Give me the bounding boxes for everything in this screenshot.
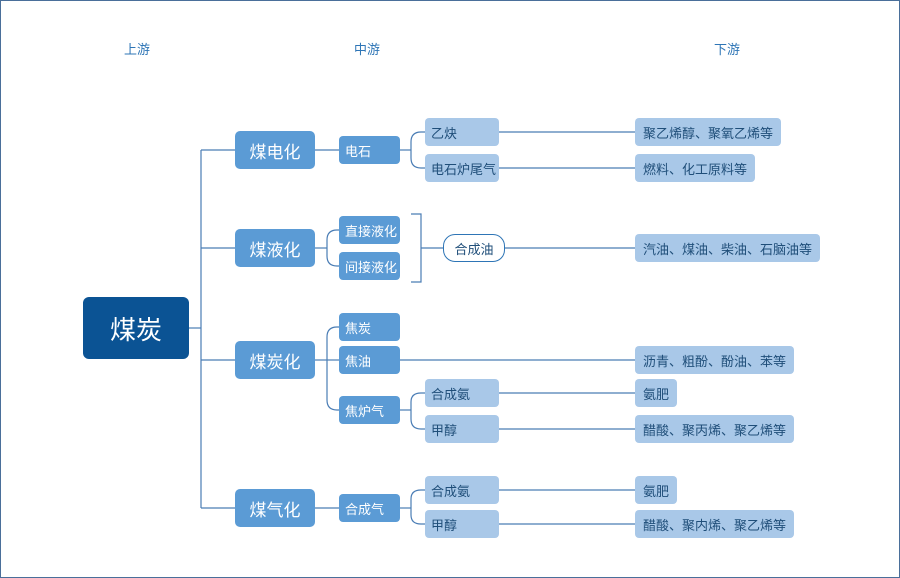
root-node-coal: 煤炭 — [83, 297, 189, 359]
node-coal-tar: 焦油 — [339, 346, 400, 374]
product-coal-tar: 沥青、粗酚、酚油、苯等 — [635, 346, 795, 374]
header-downstream: 下游 — [713, 43, 741, 58]
node-methanol-coking: 甲醇 — [425, 415, 499, 443]
node-methanol-gas: 甲醇 — [425, 510, 499, 538]
node-indirect-liquefaction: 间接液化 — [339, 252, 400, 280]
node-acetylene: 乙炔 — [425, 118, 499, 146]
node-coal-electric: 煤电化 — [235, 131, 315, 169]
node-carbide: 电石 — [339, 136, 400, 164]
node-coke-oven-gas: 焦炉气 — [339, 396, 400, 424]
header-upstream: 上游 — [123, 43, 151, 58]
product-synthetic-oil: 汽油、煤油、柴油、石脑油等 — [635, 234, 821, 262]
node-synthetic-ammonia-coking: 合成氨 — [425, 379, 499, 407]
product-ammonia-fertilizer-coking: 氨肥 — [635, 379, 678, 407]
node-coal-gas: 煤气化 — [235, 489, 315, 527]
product-methanol-gas: 醋酸、聚内烯、聚乙烯等 — [635, 510, 795, 538]
product-methanol-coking: 醋酸、聚丙烯、聚乙烯等 — [635, 415, 795, 443]
product-tail-gas: 燃料、化工原料等 — [635, 154, 756, 182]
product-ammonia-fertilizer-gas: 氨肥 — [635, 476, 678, 504]
header-midstream: 中游 — [353, 43, 381, 58]
product-acetylene: 聚乙烯醇、聚氧乙烯等 — [635, 118, 782, 146]
node-coal-liquid: 煤液化 — [235, 229, 315, 267]
node-direct-liquefaction: 直接液化 — [339, 216, 400, 244]
node-coke: 焦炭 — [339, 313, 400, 341]
node-synthetic-ammonia-gas: 合成氨 — [425, 476, 499, 504]
node-coal-coking: 煤炭化 — [235, 341, 315, 379]
node-syngas: 合成气 — [339, 494, 400, 522]
node-synthetic-oil: 合成油 — [443, 234, 505, 262]
node-carbide-tail-gas: 电石炉尾气 — [425, 154, 499, 182]
